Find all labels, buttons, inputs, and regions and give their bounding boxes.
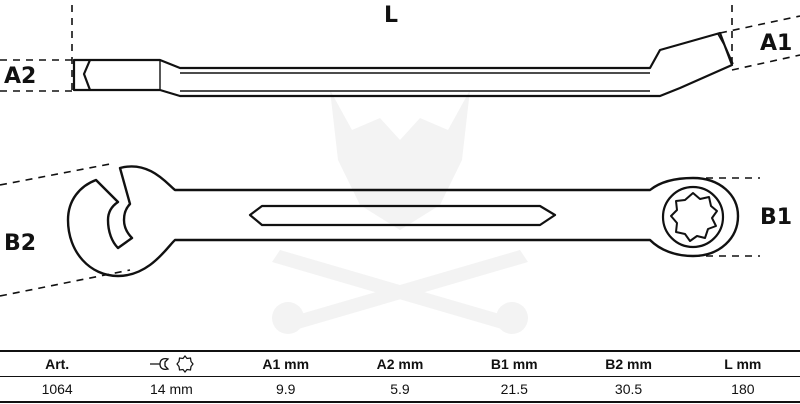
col-art: Art. (0, 350, 115, 377)
watermark-logo (272, 90, 528, 334)
wrench-side-view (72, 31, 734, 98)
cell-size: 14 mm (114, 376, 229, 403)
col-b1: B1 mm (457, 350, 572, 377)
label-b1: B1 (760, 205, 792, 230)
cell-a1: 9.9 (228, 376, 343, 403)
col-size (114, 350, 229, 377)
table-header-row: Art. A1 mm A2 mm B1 mm B2 mm L mm (0, 350, 800, 377)
cell-b2: 30.5 (571, 376, 686, 403)
col-a2: A2 mm (342, 350, 458, 377)
ring-12-point-icon (670, 192, 718, 242)
cell-art: 1064 (0, 376, 115, 403)
table-row: 1064 14 mm 9.9 5.9 21.5 30.5 180 (0, 376, 800, 403)
ring-end-icon (176, 355, 195, 374)
label-a2: A2 (4, 64, 36, 89)
open-end-icon (150, 358, 170, 371)
col-b2: B2 mm (571, 350, 686, 377)
spec-table: Art. A1 mm A2 mm B1 mm B2 mm L mm 1064 (0, 350, 800, 403)
col-a1: A1 mm (228, 350, 343, 377)
col-l: L mm (685, 350, 800, 377)
wrench-front-view (66, 165, 740, 278)
cell-l: 180 (685, 376, 800, 403)
wrench-size-icon (148, 355, 195, 374)
dimension-lines (0, 5, 800, 297)
cell-b1: 21.5 (457, 376, 572, 403)
label-b2: B2 (4, 231, 36, 256)
label-l: L (384, 3, 398, 28)
wrench-drawing: L A1 A2 B1 B2 (0, 3, 800, 334)
cell-a2: 5.9 (342, 376, 458, 403)
label-a1: A1 (760, 31, 792, 56)
